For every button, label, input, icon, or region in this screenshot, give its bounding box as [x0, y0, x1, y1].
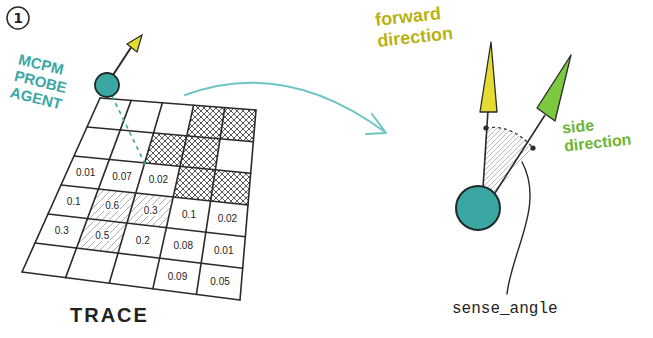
table-cell: 0.3: [54, 225, 70, 236]
step-circle: [7, 7, 29, 29]
grid-line: [153, 105, 194, 289]
agent-heading-tip: [127, 35, 142, 52]
side-sensor-line: [495, 115, 545, 193]
table-cell: 0.02: [148, 174, 169, 185]
sensor-point: [483, 125, 488, 130]
zoom-arrow: [185, 83, 385, 132]
forward-sensor: [480, 42, 497, 112]
table-cell: 0.09: [167, 271, 188, 282]
grid-line: [109, 103, 162, 283]
grid-line: [61, 185, 248, 205]
table-cell: 0.02: [217, 213, 238, 224]
forward-sensor-line: [483, 110, 488, 188]
side-sensor: [537, 55, 571, 121]
table-cell: 0.1: [66, 196, 82, 207]
hatched-cell: [220, 108, 256, 142]
agent-heading: [113, 46, 132, 75]
sense-region: [483, 127, 533, 193]
table-cell: 0.05: [209, 276, 230, 287]
grid-line: [66, 100, 132, 277]
grid-line: [74, 156, 251, 173]
grid-line: [48, 214, 245, 237]
agent-body: [456, 186, 500, 230]
grid-line: [196, 108, 224, 295]
angle-label: sense_angle: [452, 300, 558, 318]
grid-line: [22, 272, 240, 300]
sensor-point: [530, 145, 535, 150]
table-cell: 0.1: [181, 209, 197, 220]
table-cell: 0.01: [213, 245, 234, 256]
grid-title: TRACE: [70, 304, 149, 327]
agent-label: MCPM PROBE AGENT: [9, 50, 73, 112]
table-cell: 0.6: [104, 200, 120, 211]
step-number: 1: [13, 10, 23, 26]
grid-line: [22, 98, 100, 272]
side-label: side direction: [561, 113, 632, 156]
probe-agent: [95, 73, 119, 97]
angle-leader: [507, 162, 530, 294]
table-cell: 0.07: [111, 171, 132, 182]
hatched-cell: [211, 170, 251, 205]
trace-grid: [22, 98, 256, 300]
grid-line: [87, 127, 253, 142]
grid-line: [35, 243, 243, 268]
grid-line: [100, 98, 256, 110]
table-cell: 0.01: [75, 167, 96, 178]
grid-line: [240, 110, 256, 300]
table-cell: 0.2: [135, 235, 151, 246]
probe-drop-line: [112, 96, 146, 166]
table-cell: 0.5: [94, 230, 110, 241]
zoom-arrowhead: [366, 114, 386, 134]
forward-label: forward direction: [374, 2, 454, 52]
table-cell: 0.08: [173, 240, 194, 251]
table-cell: 0.3: [143, 205, 159, 216]
